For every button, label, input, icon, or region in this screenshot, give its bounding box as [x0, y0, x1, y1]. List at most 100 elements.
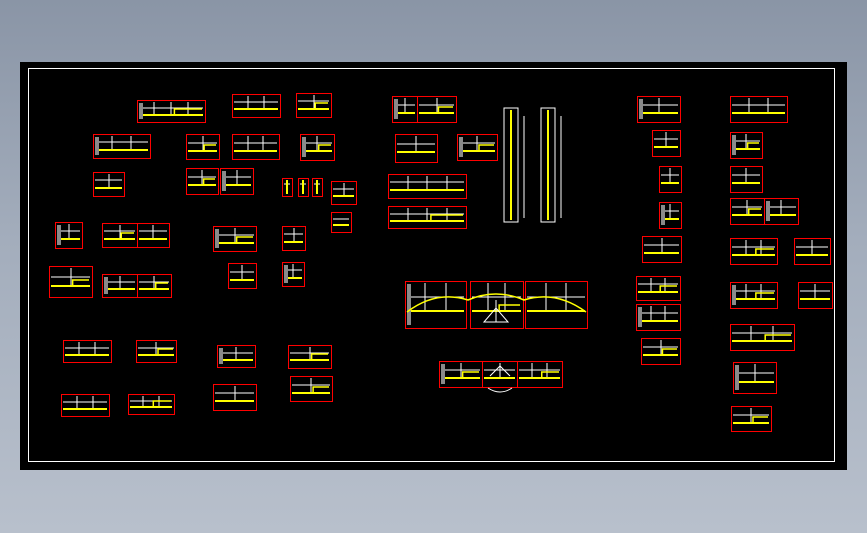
detail-outline [213, 226, 257, 252]
wall-hatch [407, 284, 411, 325]
detail-drawing [93, 172, 125, 197]
step-profile [541, 371, 559, 377]
detail-drawing [55, 222, 83, 249]
step-profile [71, 279, 89, 285]
detail-outline [228, 263, 257, 289]
detail-drawing [232, 134, 280, 160]
detail-outline [636, 304, 681, 331]
board-layer [639, 112, 678, 114]
detail-outline [93, 172, 125, 197]
board-layer [800, 298, 830, 300]
board-layer [766, 214, 796, 216]
detail-outline [186, 134, 220, 160]
board-layer [302, 180, 304, 194]
board-layer [284, 241, 303, 243]
board-layer [484, 377, 515, 379]
detail-outline [395, 134, 438, 163]
detail-outline [296, 93, 332, 118]
detail-drawing [228, 263, 257, 289]
wall-hatch [441, 364, 445, 384]
detail-drawing [730, 132, 763, 159]
wall-hatch [394, 99, 398, 119]
step-profile [312, 386, 329, 392]
board-layer [139, 114, 203, 116]
board-layer [519, 377, 560, 379]
board-layer [661, 218, 679, 220]
detail-outline [290, 376, 333, 402]
detail-drawing [457, 134, 498, 161]
detail-outline [642, 236, 682, 263]
detail-drawing [63, 340, 112, 363]
detail-drawing [470, 281, 524, 329]
detail-drawing [128, 394, 175, 415]
detail-drawing [312, 178, 323, 197]
board-layer [95, 187, 122, 189]
detail-drawing [636, 304, 681, 331]
board-layer [292, 392, 330, 394]
board-layer [139, 238, 167, 240]
step-profile [202, 178, 215, 184]
detail-outline [137, 274, 172, 298]
board-layer [732, 254, 775, 256]
board-layer [138, 354, 174, 356]
detail-drawing [730, 166, 763, 193]
board-layer [333, 224, 349, 226]
step-profile [154, 282, 168, 288]
wall-hatch [732, 285, 736, 305]
board-layer [316, 180, 318, 194]
board-layer [57, 238, 80, 240]
detail-outline [798, 282, 833, 309]
detail-drawing [220, 168, 254, 195]
wall-hatch [732, 135, 736, 155]
detail-outline [93, 134, 151, 159]
board-layer [65, 354, 109, 356]
detail-drawing [136, 340, 177, 363]
detail-drawing [731, 406, 772, 432]
detail-outline [637, 96, 681, 123]
step-profile [461, 371, 479, 377]
detail-drawing [102, 223, 138, 248]
detail-outline [730, 96, 788, 123]
board-layer [298, 108, 329, 110]
detail-outline [730, 132, 763, 159]
detail-outline [288, 345, 332, 369]
detail-outline [282, 226, 306, 251]
drawing-sheet [20, 62, 847, 470]
detail-drawing [405, 281, 467, 329]
wall-hatch [638, 307, 642, 327]
detail-outline [282, 262, 305, 287]
step-profile [157, 348, 173, 354]
detail-drawing [388, 206, 467, 229]
board-layer [407, 310, 464, 312]
step-profile [478, 144, 494, 150]
detail-outline [388, 206, 467, 229]
board-layer [290, 359, 329, 361]
step-profile [430, 214, 463, 220]
wall-hatch [139, 103, 143, 119]
detail-drawing [137, 274, 172, 298]
vault-arch [406, 293, 587, 393]
detail-outline [298, 178, 309, 197]
detail-outline [300, 134, 335, 161]
board-layer [234, 108, 278, 110]
detail-outline [312, 178, 323, 197]
board-layer [732, 112, 785, 114]
step-profile [746, 142, 759, 148]
detail-outline [49, 266, 93, 298]
detail-drawing [392, 96, 418, 123]
detail-drawing [659, 166, 682, 193]
detail-drawing [730, 238, 778, 265]
detail-outline [659, 202, 682, 229]
wall-hatch [222, 171, 226, 191]
step-profile [752, 416, 768, 422]
detail-drawing [93, 134, 151, 159]
board-layer [302, 150, 332, 152]
step-profile [203, 144, 216, 150]
detail-drawing [439, 361, 483, 388]
detail-drawing [733, 362, 777, 394]
board-layer [219, 359, 253, 361]
detail-outline [733, 362, 777, 394]
board-layer [732, 214, 762, 216]
detail-drawing [730, 282, 778, 309]
step-profile [152, 400, 171, 406]
